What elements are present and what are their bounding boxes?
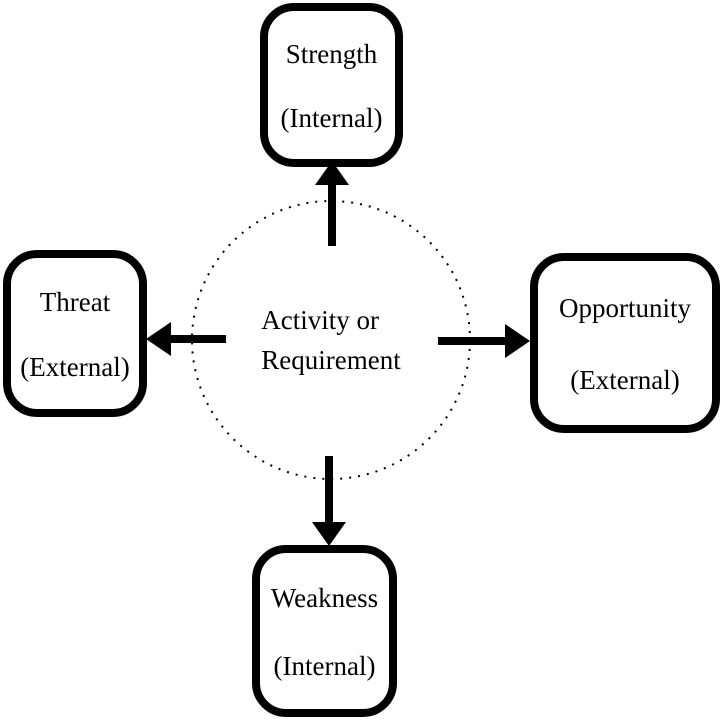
node-weakness: Weakness (Internal) [252,545,397,717]
node-threat-scope: (External) [20,352,130,383]
arrow-to-threat-icon [146,322,226,356]
node-weakness-scope: (Internal) [273,651,376,682]
node-weakness-label: Weakness [270,583,379,614]
node-opportunity-label: Opportunity [559,293,691,324]
node-strength-scope: (Internal) [280,103,383,134]
node-threat: Threat (External) [3,250,147,417]
node-strength-label: Strength [285,39,378,70]
node-threat-label: Threat [39,286,111,317]
node-opportunity-scope: (External) [570,365,680,396]
node-opportunity: Opportunity (External) [530,253,720,433]
arrow-to-opportunity-icon [438,324,530,358]
node-strength: Strength (Internal) [260,3,403,167]
arrow-to-weakness-icon [312,456,346,546]
arrow-to-strength-icon [315,161,349,246]
